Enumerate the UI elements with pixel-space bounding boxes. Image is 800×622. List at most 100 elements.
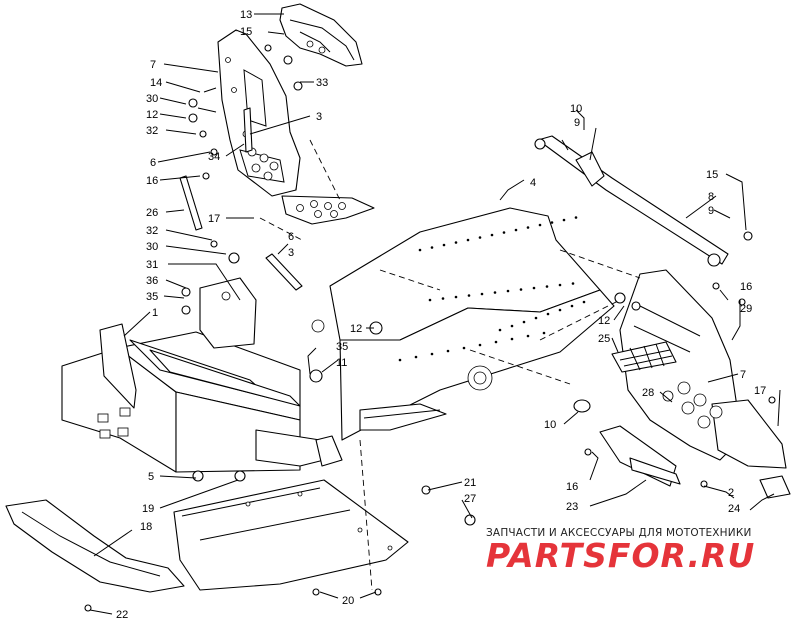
rivet — [478, 236, 482, 239]
assembly-lines — [259, 139, 641, 591]
callout-30: 30 — [146, 241, 158, 253]
steering-support-tower — [217, 29, 301, 197]
rivet — [574, 216, 578, 219]
callout-5: 5 — [148, 471, 154, 483]
mesh-panel — [611, 341, 677, 373]
callout-7: 7 — [740, 369, 746, 381]
callout-6: 6 — [150, 157, 156, 169]
rivet — [398, 358, 402, 362]
callout-33: 33 — [316, 77, 328, 89]
callout-23: 23 — [566, 501, 578, 513]
rivet — [446, 349, 450, 353]
callout-34: 34 — [208, 151, 220, 163]
callout-36: 36 — [146, 275, 158, 287]
callout-labels: 13 15 7 33 14 30 12 3 32 34 6 16 26 17 3… — [116, 9, 766, 621]
rivet — [558, 308, 562, 312]
watermark-logo: PARTSFOR.RU — [486, 536, 756, 575]
main-tunnel — [311, 207, 615, 441]
rivet — [454, 295, 458, 299]
callout-35: 35 — [146, 291, 158, 303]
callout-26: 26 — [146, 207, 158, 219]
callout-17: 17 — [754, 385, 766, 397]
rivet — [510, 324, 514, 328]
callout-16: 16 — [566, 481, 578, 493]
tower-hardware — [188, 44, 303, 180]
callout-29: 29 — [740, 303, 752, 315]
rivet — [430, 352, 434, 356]
callout-10: 10 — [570, 103, 582, 115]
rivet — [502, 231, 506, 234]
callout-4: 4 — [530, 177, 536, 189]
callout-3: 3 — [316, 111, 322, 123]
rivet — [570, 304, 574, 308]
callout-30: 30 — [146, 93, 158, 105]
callout-10: 10 — [544, 419, 556, 431]
callout-16: 16 — [146, 175, 158, 187]
rivet — [526, 334, 530, 338]
callout-2: 2 — [728, 487, 734, 499]
leader-lines — [89, 13, 781, 615]
rivet — [542, 331, 546, 335]
rivet — [522, 320, 526, 324]
rivet — [494, 340, 498, 344]
rivet — [480, 292, 484, 296]
rivet — [498, 328, 502, 332]
callout-20: 20 — [342, 595, 354, 607]
rivet — [532, 286, 536, 290]
belly-pan — [173, 479, 409, 591]
steering-cover — [279, 3, 363, 67]
rivet — [545, 285, 549, 288]
rivet — [428, 298, 432, 302]
callout-9: 9 — [574, 117, 580, 129]
rivet — [571, 282, 575, 285]
callout-14: 14 — [150, 77, 162, 89]
rivet — [490, 233, 494, 237]
rivet — [558, 283, 562, 287]
rivet — [462, 346, 466, 350]
callout-12: 12 — [146, 109, 158, 121]
right-side-panel — [619, 269, 787, 469]
callout-24: 24 — [728, 503, 740, 515]
rivet — [442, 243, 446, 247]
rivet — [430, 246, 434, 249]
rivet — [526, 226, 530, 229]
rivet — [510, 337, 514, 341]
callout-19: 19 — [142, 503, 154, 515]
rod — [179, 175, 203, 231]
callout-9: 9 — [708, 205, 714, 217]
rivet — [562, 218, 566, 222]
skid-bracket — [599, 425, 791, 499]
rivet — [546, 312, 550, 316]
callout-32: 32 — [146, 225, 158, 237]
callout-21: 21 — [464, 477, 476, 489]
rivet — [506, 289, 510, 293]
tie-rod-assembly — [534, 127, 753, 267]
callout-32: 32 — [146, 125, 158, 137]
callout-1: 1 — [152, 307, 158, 319]
rivet — [466, 238, 470, 242]
callout-28: 28 — [642, 387, 654, 399]
rivet — [534, 316, 538, 320]
callout-12: 12 — [350, 323, 362, 335]
small-hardware — [84, 240, 776, 612]
callout-15: 15 — [240, 26, 252, 38]
callout-22: 22 — [116, 609, 128, 621]
callout-6: 6 — [288, 231, 294, 243]
rivet — [519, 288, 523, 291]
callout-35: 35 — [336, 341, 348, 353]
rivet — [478, 343, 482, 347]
callout-27: 27 — [464, 493, 476, 505]
rivet — [493, 291, 497, 294]
callout-25: 25 — [598, 333, 610, 345]
callout-13: 13 — [240, 9, 252, 21]
watermark-subtitle: ЗАПЧАСТИ И АКСЕССУАРЫ ДЛЯ МОТОТЕХНИКИ — [486, 527, 752, 539]
front-bulkhead-frame — [61, 277, 343, 473]
tunnel-rivets — [398, 216, 586, 362]
callout-8: 8 — [708, 191, 714, 203]
rivet — [441, 297, 445, 300]
callout-31: 31 — [146, 259, 158, 271]
rivet — [414, 355, 418, 359]
rivet — [467, 294, 471, 297]
rivet — [582, 300, 586, 304]
